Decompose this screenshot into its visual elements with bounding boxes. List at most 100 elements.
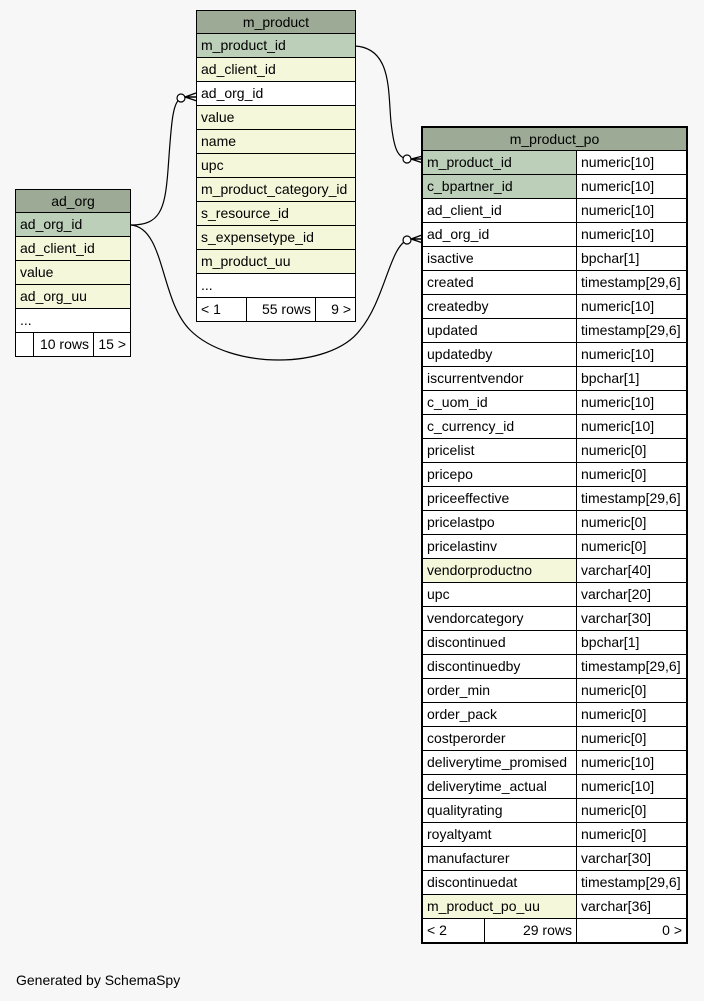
column-type: timestamp[29,6]	[576, 271, 686, 294]
column-name: pricepo	[427, 466, 473, 482]
column-type: numeric[0]	[576, 703, 686, 726]
table-title[interactable]: ad_org	[16, 190, 130, 213]
column-type: numeric[0]	[576, 439, 686, 462]
column-name: ad_client_id	[427, 202, 502, 218]
column-row-discontinuedby[interactable]: discontinuedby timestamp[29,6]	[423, 655, 686, 679]
column-row-s-expensetype-id[interactable]: s_expensetype_id	[197, 226, 355, 250]
column-row-order-pack[interactable]: order_pack numeric[0]	[423, 703, 686, 727]
column-row-pricelist[interactable]: pricelist numeric[0]	[423, 439, 686, 463]
parents-count[interactable]: < 2	[427, 922, 447, 938]
column-name: createdby	[427, 298, 489, 314]
column-name: ad_org_id	[201, 85, 264, 101]
column-row-name[interactable]: name	[197, 130, 355, 154]
more-columns: ...	[197, 274, 355, 298]
column-type: varchar[20]	[576, 583, 686, 606]
edge-end-circle	[176, 93, 186, 103]
column-row-upc[interactable]: upc varchar[20]	[423, 583, 686, 607]
column-name: pricelastinv	[427, 538, 498, 554]
column-name: m_product_category_id	[201, 181, 348, 197]
column-type: timestamp[29,6]	[576, 655, 686, 678]
more-columns: ...	[16, 309, 130, 333]
column-row-value[interactable]: value	[197, 106, 355, 130]
column-row-value[interactable]: value	[16, 261, 130, 285]
column-type: varchar[30]	[576, 607, 686, 630]
column-row-m-product-id[interactable]: m_product_id	[197, 34, 355, 58]
children-count[interactable]: 9 >	[315, 298, 355, 321]
column-name: created	[427, 274, 474, 290]
column-name: c_bpartner_id	[427, 178, 513, 194]
column-row-m-product-uu[interactable]: m_product_uu	[197, 250, 355, 274]
column-type: numeric[0]	[576, 799, 686, 822]
table-title[interactable]: m_product	[197, 11, 355, 34]
column-name: m_product_uu	[201, 253, 291, 269]
column-name: manufacturer	[427, 850, 510, 866]
table-footer: < 2 29 rows 0 >	[423, 919, 686, 942]
column-row-pricelastinv[interactable]: pricelastinv numeric[0]	[423, 535, 686, 559]
column-name: upc	[427, 586, 450, 602]
column-row-ad-client-id[interactable]: ad_client_id	[16, 237, 130, 261]
column-name: m_product_id	[201, 37, 286, 53]
column-row-manufacturer[interactable]: manufacturer varchar[30]	[423, 847, 686, 871]
column-type: numeric[10]	[576, 151, 686, 174]
children-count[interactable]: 0 >	[576, 919, 686, 942]
row-count: 10 rows	[33, 333, 93, 356]
table-m-product[interactable]: m_product m_product_id ad_client_id ad_org…	[196, 10, 356, 322]
parents-count[interactable]: < 1	[201, 301, 221, 317]
column-type: numeric[10]	[576, 199, 686, 222]
column-name: order_pack	[427, 706, 498, 722]
column-type: timestamp[29,6]	[576, 319, 686, 342]
column-name: priceeffective	[427, 490, 510, 506]
column-row-m-product-category-id[interactable]: m_product_category_id	[197, 178, 355, 202]
column-name: discontinuedby	[427, 658, 521, 674]
column-type: numeric[0]	[576, 535, 686, 558]
row-count: 55 rows	[246, 298, 315, 321]
column-type: varchar[30]	[576, 847, 686, 870]
column-row-ad-org-uu[interactable]: ad_org_uu	[16, 285, 130, 309]
column-row-created[interactable]: created timestamp[29,6]	[423, 271, 686, 295]
column-name: ad_client_id	[20, 240, 95, 256]
column-row-ad-org-id[interactable]: ad_org_id	[197, 82, 355, 106]
column-type: numeric[0]	[576, 823, 686, 846]
table-footer: 10 rows 15 >	[16, 333, 130, 356]
column-name: discontinued	[427, 634, 506, 650]
column-name: s_expensetype_id	[201, 229, 314, 245]
column-row-s-resource-id[interactable]: s_resource_id	[197, 202, 355, 226]
column-name: pricelist	[427, 442, 475, 458]
column-type: numeric[0]	[576, 679, 686, 702]
column-name: c_currency_id	[427, 418, 515, 434]
children-count[interactable]: 15 >	[93, 333, 130, 356]
column-row-upc[interactable]: upc	[197, 154, 355, 178]
parents-count[interactable]	[16, 333, 33, 356]
column-row-ad-client-id[interactable]: ad_client_id numeric[10]	[423, 199, 686, 223]
column-row-ad-client-id[interactable]: ad_client_id	[197, 58, 355, 82]
table-title[interactable]: m_product_po	[423, 128, 686, 151]
column-name: upc	[201, 157, 224, 173]
column-row-ad-org-id[interactable]: ad_org_id	[16, 213, 130, 237]
